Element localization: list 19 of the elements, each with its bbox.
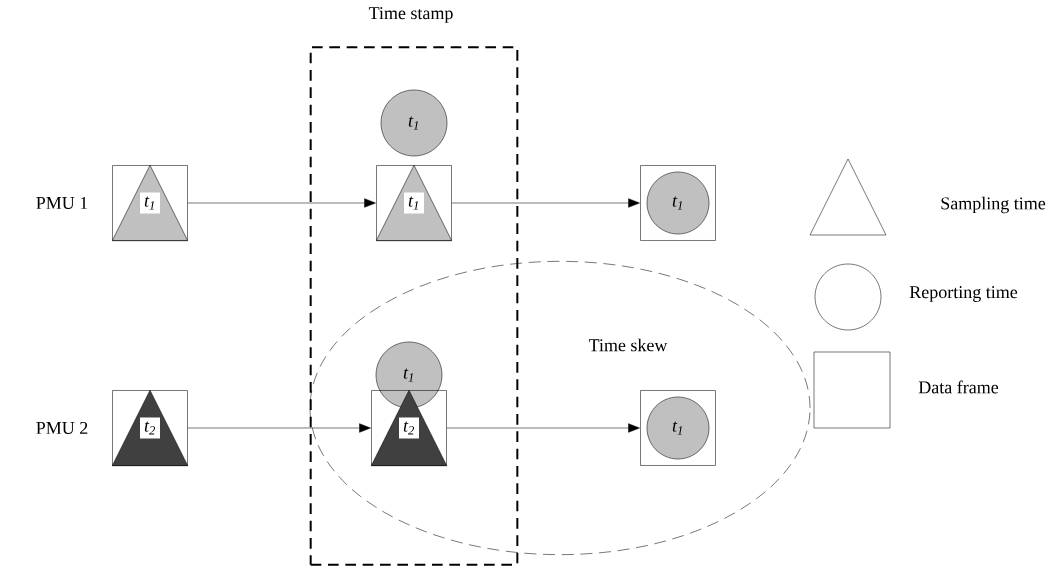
arrow xyxy=(187,198,376,208)
arrow xyxy=(446,423,640,433)
row-label: PMU 2 xyxy=(36,421,88,435)
dashed-ellipse xyxy=(309,261,811,555)
ellipse-label: Time skew xyxy=(588,338,668,352)
data-frame: t$_{2}$ xyxy=(370,389,448,467)
arrow xyxy=(187,423,371,433)
legend-label: Sampling time xyxy=(941,196,1046,214)
data-frame: t$_{1}$ xyxy=(112,164,189,242)
frame-title: Time stamp xyxy=(368,7,453,23)
data-frame: t$_{1}$ xyxy=(375,164,453,242)
data-frame: t$_{1}$ xyxy=(640,165,716,241)
legend-label: Data frame xyxy=(918,380,999,394)
arrow xyxy=(451,198,640,208)
legend-label: Reporting time xyxy=(909,286,1018,302)
data-frame: t$_{1}$ xyxy=(640,390,716,466)
dashed-frame xyxy=(309,7,519,566)
data-frame: t$_{2}$ xyxy=(112,389,189,467)
row-label: PMU 1 xyxy=(36,196,88,209)
